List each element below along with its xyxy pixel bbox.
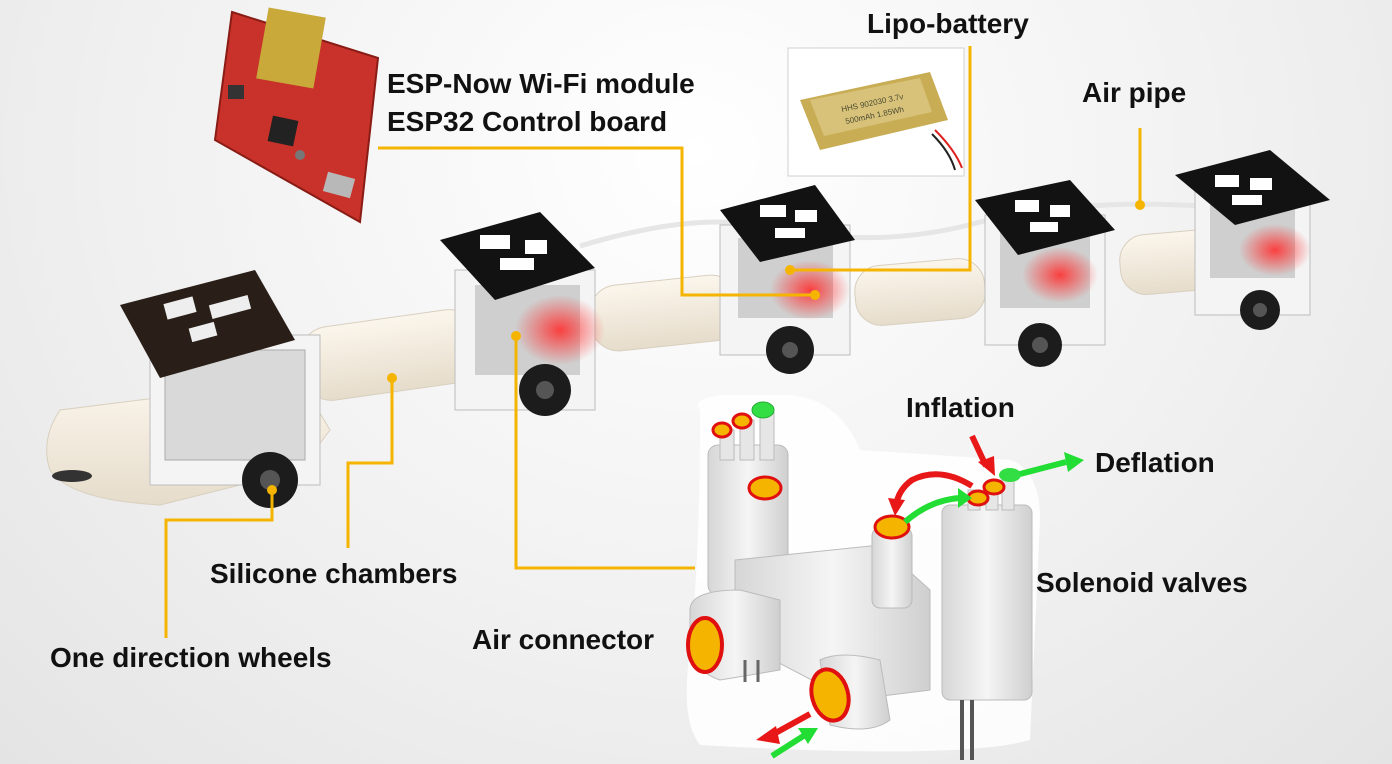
air-ports [686,401,1021,723]
callout-air-connector [514,336,695,570]
callout-esp32 [378,146,815,297]
robot-module-2 [440,212,605,416]
deflation-label: Deflation [1095,447,1215,478]
silicone-chambers-label: Silicone chambers [210,558,458,589]
lipo-battery-photo: HHS 902030 3.7v 500mAh 1.85Wh [787,47,965,177]
valve-port-2 [982,478,1006,496]
valve-port-green [999,468,1021,482]
robot-module-5 [1175,150,1330,330]
callout-lines [164,46,1142,638]
esp32-board-photo [213,7,380,224]
flow-arrows [756,434,1084,759]
esp32-label: ESP32 Control board [387,106,668,137]
port-top-1 [711,421,733,439]
port-riser [873,514,911,540]
robot-module-3 [719,185,855,374]
callout-dots [267,200,1145,495]
one-direction-wheels-label: One direction wheels [50,642,332,673]
robot-module-1 [120,270,321,508]
callout-battery [790,46,972,272]
port-bottom [809,667,851,723]
callout-silicone [346,378,394,548]
lipo-battery-label: Lipo-battery [867,8,1029,39]
port-side [747,475,783,501]
port-top-green [751,401,775,419]
robot-module-4 [975,180,1115,367]
callout-wheels [164,490,274,638]
solenoid-valves-label: Solenoid valves [1036,567,1248,598]
port-front [686,616,724,674]
inflation-label: Inflation [906,392,1015,423]
esp-now-label: ESP-Now Wi-Fi module [387,68,695,99]
valve-assembly-render [686,395,1040,760]
air-pipe-label: Air pipe [1082,77,1187,108]
air-connector-label: Air connector [472,624,655,655]
port-top-2 [731,412,753,430]
